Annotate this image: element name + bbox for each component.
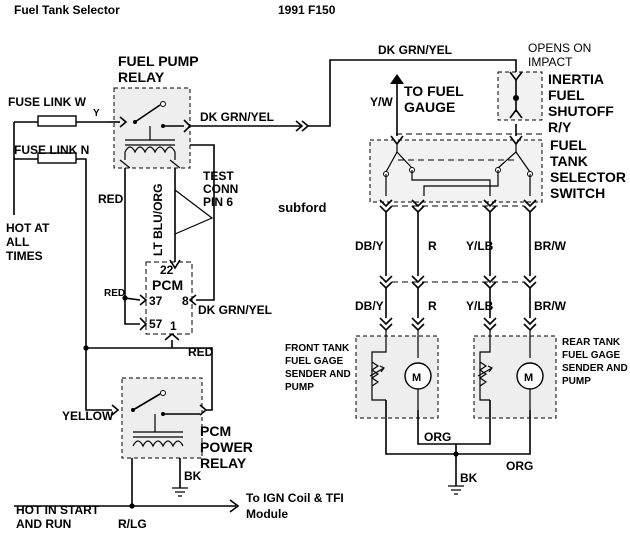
to-ign-line2: Module (246, 507, 288, 521)
wire-red-bottom (86, 347, 213, 411)
fuel-pump-relay-title-line2: RELAY (118, 69, 165, 85)
wire-label-dk-grn-yel-pcm: DK GRN/YEL (198, 303, 272, 317)
test-conn-wire (174, 189, 214, 235)
rear-tank-line3: SENDER AND (562, 363, 628, 374)
front-tank-line4: PUMP (285, 382, 314, 393)
wire-label-db-y-1: DB/Y (355, 239, 384, 253)
test-conn-line2: CONN (203, 182, 238, 196)
wire-label-bk-relay: BK (184, 469, 202, 483)
pcm-power-relay-line3: RELAY (200, 455, 247, 471)
selector-line2: TANK (550, 153, 588, 169)
pcm-power-relay-line1: PCM (200, 423, 231, 439)
wire-label-db-y-2: DB/Y (355, 299, 384, 313)
wire-org-front (417, 410, 457, 454)
opens-on-impact-line1: OPENS ON (528, 41, 591, 55)
wire-org-rear (456, 410, 531, 455)
opens-on-impact-line2: IMPACT (528, 55, 573, 69)
wire-label-lt-blu-org: LT BLU/ORG (151, 184, 165, 256)
wire-label-r-2: R (428, 299, 437, 313)
fuel-tank-selector-switch (369, 135, 543, 203)
front-tank-line2: FUEL GAGE (285, 356, 343, 367)
diagram-title: Fuel Tank Selector (14, 3, 120, 17)
inertia-line2: FUEL (548, 87, 585, 103)
hot-in-start-line1: HOT IN START (16, 503, 100, 517)
selector-line1: FUEL (550, 137, 587, 153)
pcm-label: PCM (152, 277, 183, 293)
hot-in-start-line2: AND RUN (16, 517, 71, 531)
wire-red-pcm-57 (124, 298, 140, 325)
pcm-power-relay (111, 377, 208, 459)
pcm-pin-57: 57 (149, 317, 163, 331)
wire-label-dk-grn-yel-top: DK GRN/YEL (378, 43, 452, 57)
wire-label-yellow: YELLOW (62, 409, 114, 423)
wire-label-y-lb-1: Y/LB (466, 239, 494, 253)
fuse-link-w-tag: Y (93, 108, 100, 119)
front-tank-line1: FRONT TANK (285, 343, 350, 354)
wire-label-red-left: RED (98, 192, 124, 206)
selector-line4: SWITCH (550, 185, 605, 201)
wire-label-org-2: ORG (506, 459, 533, 473)
rear-motor-symbol: M (524, 372, 533, 384)
wire-label-r-lg: R/LG (118, 517, 147, 531)
inertia-line1: INERTIA (548, 71, 604, 87)
pcm-module (139, 259, 197, 341)
pcm-power-relay-line2: POWER (200, 439, 253, 455)
pcm-pin-22: 22 (160, 263, 174, 277)
pcm-pin-37: 37 (149, 294, 163, 308)
pcm-pin-8: 8 (182, 294, 189, 308)
fuse-link-w-label: FUSE LINK W (8, 95, 87, 109)
test-conn-line3: PIN 6 (203, 195, 233, 209)
front-tank-line3: SENDER AND (285, 369, 351, 380)
inertia-fuel-shutoff (497, 71, 543, 121)
wire-bk-front (385, 400, 456, 455)
wire-label-br-w-1: BR/W (534, 239, 567, 253)
wire-label-red-pcm: RED (104, 288, 125, 299)
vehicle-model: 1991 F150 (278, 3, 336, 17)
fuel-pump-relay (108, 87, 192, 169)
subford-label: subford (278, 200, 326, 215)
wire-label-org-1: ORG (424, 430, 451, 444)
to-fuel-gauge-line2: GAUGE (404, 99, 455, 115)
connector-row-3 (379, 317, 537, 332)
wire-label-dk-grn-yel-relay: DK GRN/YEL (200, 110, 274, 124)
test-conn-line1: TEST (203, 169, 234, 183)
selector-line3: SELECTOR (550, 169, 626, 185)
wire-label-y-lb-2: Y/LB (466, 299, 494, 313)
front-motor-symbol: M (412, 372, 421, 384)
wire-label-br-w-2: BR/W (534, 299, 567, 313)
rear-tank-sender-pump (473, 330, 557, 419)
wire-label-r-1: R (428, 239, 437, 253)
rear-tank-line2: FUEL GAGE (562, 350, 620, 361)
pcm-pin-1: 1 (170, 319, 177, 333)
front-tank-sender-pump (355, 330, 439, 419)
wire-label-bk-bottom: BK (460, 471, 478, 485)
wire-label-red-bottom: RED (188, 345, 214, 359)
hot-at-all-times-line3: TIMES (6, 249, 43, 263)
fuel-pump-relay-title-line1: FUEL PUMP (118, 53, 199, 69)
hot-at-all-times-line1: HOT AT (6, 221, 50, 235)
wire-org-rear-a (456, 400, 491, 445)
to-fuel-gauge-line1: TO FUEL (404, 83, 464, 99)
inertia-line3: SHUTOFF (548, 103, 614, 119)
connector-row-2 (379, 275, 537, 290)
hot-at-all-times-line2: ALL (6, 235, 29, 249)
wire-label-r-y: R/Y (548, 119, 572, 135)
fuse-links (13, 115, 112, 411)
connector-row-1 (379, 199, 537, 214)
wire-dk-grn-yel-pcm (190, 144, 215, 301)
fuse-link-n-label: FUSE LINK N (14, 143, 89, 157)
to-ign-line1: To IGN Coil & TFI (246, 491, 344, 505)
wire-label-y-w: Y/W (370, 95, 393, 109)
rear-tank-line4: PUMP (562, 376, 591, 387)
rear-tank-line1: REAR TANK (562, 337, 621, 348)
